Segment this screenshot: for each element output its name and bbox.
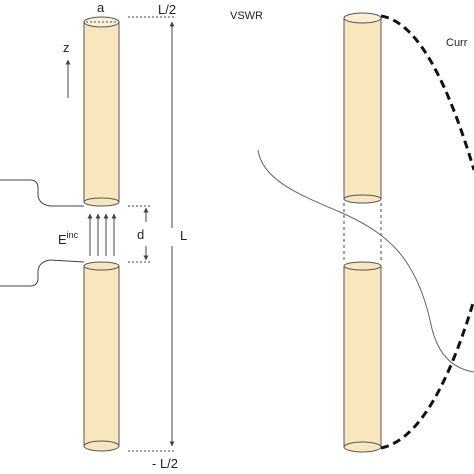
gap-label: d bbox=[137, 227, 144, 242]
top-half-length-label: L/2 bbox=[158, 2, 176, 17]
bottom-half-length-label: - L/2 bbox=[152, 456, 178, 471]
current-curve bbox=[380, 14, 474, 171]
gap-dimension bbox=[128, 205, 152, 263]
incident-field-arrows bbox=[87, 213, 117, 256]
axis-label: z bbox=[63, 40, 70, 55]
right-lower-conductor bbox=[343, 261, 382, 453]
left-upper-conductor bbox=[83, 16, 120, 207]
right-upper-conductor bbox=[343, 12, 382, 204]
vswr-curve bbox=[257, 149, 474, 373]
radius-label: a bbox=[97, 0, 105, 15]
current-curve-lower bbox=[380, 299, 474, 450]
feed-line-lower bbox=[0, 259, 85, 287]
current-label: Curr bbox=[446, 37, 468, 49]
vswr-label: VSWR bbox=[230, 10, 263, 22]
incident-field-label: Einc bbox=[58, 230, 79, 247]
left-lower-conductor bbox=[83, 261, 120, 452]
feed-line-upper bbox=[0, 179, 84, 207]
length-label: L bbox=[180, 228, 187, 243]
